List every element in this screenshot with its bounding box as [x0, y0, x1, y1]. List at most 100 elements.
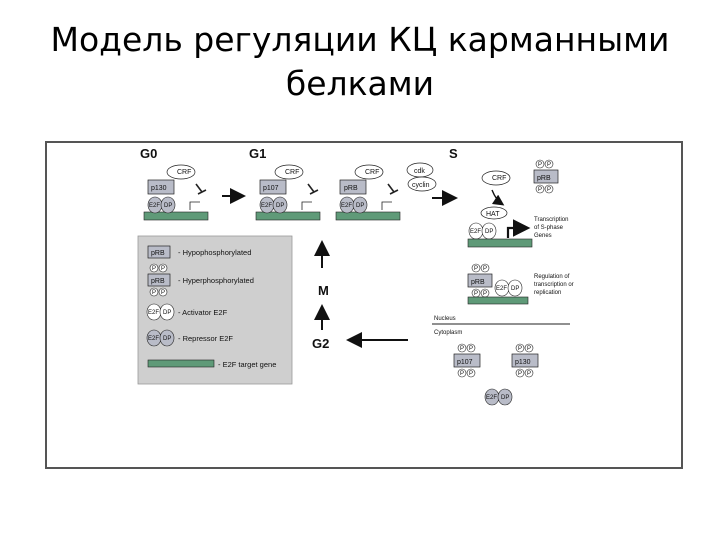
- cyto-p130-box: [511, 353, 539, 368]
- g1a-e2f-label: E2F: [261, 203, 272, 209]
- cyto-p107-phospho-3: [457, 368, 467, 378]
- cyto-e2f-label: E2F: [486, 395, 497, 401]
- g0-complex: CRF p130 E2F DP: [143, 164, 209, 221]
- g1b-dp-oval: [352, 196, 368, 214]
- legend-repressor-dp-label: DP: [163, 336, 171, 342]
- regulation-note-2: transcription or: [534, 282, 574, 288]
- g1-prb-complex: CRF pRB E2F DP: [335, 164, 401, 221]
- g1a-p107-box: [259, 179, 287, 195]
- legend-gene-bar: [147, 359, 215, 368]
- g0-promoter-arrow: [189, 201, 200, 210]
- hat-oval: [480, 206, 508, 220]
- s-dp-label: DP: [485, 229, 493, 235]
- cyto-p107-p-4: P: [469, 371, 473, 377]
- phase-label-m: M: [318, 283, 329, 298]
- g1a-repression-mark: [307, 183, 319, 195]
- cyto-p107-phospho-1: [457, 343, 467, 353]
- transcription-note-2: of S-phase: [534, 225, 564, 231]
- transcription-note-1: Transcription: [534, 217, 568, 223]
- reg-e2f-label: E2F: [496, 286, 507, 292]
- cyto-p107-box: [453, 353, 481, 368]
- reg-phospho-1: [471, 263, 481, 273]
- cyto-dp-label: DP: [501, 395, 509, 401]
- cyto-p130-p-3: P: [518, 371, 522, 377]
- g1b-promoter-arrow: [381, 201, 392, 210]
- g1-p107-complex: CRF p107 E2F DP: [255, 164, 321, 221]
- legend-target: - E2F target gene: [218, 360, 276, 369]
- cytoplasm-p107: P P p107 P P: [453, 343, 481, 378]
- phase-label-s: S: [449, 146, 458, 161]
- legend: pRB - Hypophosphorylated P P pRB P P - H…: [137, 235, 293, 385]
- g0-dp-label: DP: [164, 203, 172, 209]
- cdk-cyclin-complex: cdk cyclin: [406, 162, 437, 192]
- s-prb-p-2: P: [547, 162, 551, 168]
- legend-phospho-3: [149, 287, 159, 297]
- cyto-p130-p-4: P: [527, 371, 531, 377]
- legend-phospho-4: [158, 287, 168, 297]
- nucleus-label: Nucleus: [434, 316, 456, 322]
- legend-p-1: P: [152, 266, 156, 272]
- reg-gene-bar: [467, 296, 529, 305]
- s-gene-bar: [467, 238, 533, 248]
- slide-title-line1: Модель регуляции КЦ карманными: [50, 20, 670, 59]
- cell-cycle-diagram: G0 G1 S M G2 CRF p130 E2F DP CRF p107 E2…: [44, 140, 684, 470]
- g0-p130-label: p130: [151, 185, 167, 192]
- g1b-crf-oval: [354, 164, 384, 180]
- s-prb-box: [533, 169, 559, 184]
- reg-p-2: P: [483, 266, 487, 272]
- g1a-p107-label: p107: [263, 185, 279, 192]
- hat-label: HAT: [486, 211, 500, 218]
- g1b-gene-bar: [335, 211, 401, 221]
- g1b-dp-label: DP: [356, 203, 364, 209]
- g1b-e2f-label: E2F: [341, 203, 352, 209]
- reg-prb-label: pRB: [471, 279, 485, 286]
- cytoplasm-p130: P P p130 P P: [511, 343, 539, 378]
- cdk-label: cdk: [414, 168, 425, 175]
- s-prb-phospho-1: [535, 159, 545, 169]
- cyto-p130-p-1: P: [518, 346, 522, 352]
- cyto-p130-phospho-1: [515, 343, 525, 353]
- figure-frame: [45, 141, 683, 469]
- g0-gene-bar: [143, 211, 209, 221]
- cyto-p107-phospho-4: [466, 368, 476, 378]
- s-transcription-complex: HAT E2F DP Transcription of S-phase Gene…: [467, 206, 568, 248]
- cyto-p107-p-3: P: [460, 371, 464, 377]
- g1a-dp-oval: [272, 196, 288, 214]
- legend-phospho-1: [149, 263, 159, 273]
- cyto-dp-oval: [497, 388, 513, 406]
- legend-activator-dp: [159, 303, 175, 321]
- reg-dp-label: DP: [511, 286, 519, 292]
- g1b-crf-label: CRF: [365, 169, 379, 176]
- s-active-promoter-arrow: [506, 219, 531, 238]
- reg-p-1: P: [474, 266, 478, 272]
- regulation-note-1: Regulation of: [534, 274, 570, 280]
- s-prb-label: pRB: [537, 175, 551, 182]
- cyto-p130-phospho-2: [524, 343, 534, 353]
- legend-activator-dp-label: DP: [163, 310, 171, 316]
- s-prb-phospho-4: [544, 184, 554, 194]
- g0-e2f-label: E2F: [149, 203, 160, 209]
- legend-hyper-prb-label: pRB: [151, 278, 165, 285]
- legend-repressor-e2f-label: E2F: [148, 336, 159, 342]
- cyto-p107-label: p107: [457, 359, 473, 366]
- g1a-promoter-arrow: [301, 201, 312, 210]
- g1a-gene-bar: [255, 211, 321, 221]
- legend-activator-e2f-label: E2F: [148, 310, 159, 316]
- g0-crf-oval: [166, 164, 196, 180]
- legend-hyper-prb-box: [147, 273, 171, 287]
- reg-dp-oval: [507, 279, 523, 297]
- s-crf-oval: [481, 170, 511, 186]
- s-prb-p-1: P: [538, 162, 542, 168]
- legend-hypo: - Hypophosphorylated: [178, 248, 251, 257]
- legend-p-2: P: [161, 266, 165, 272]
- reg-p-3: P: [474, 291, 478, 297]
- cyto-p130-phospho-4: [524, 368, 534, 378]
- cyto-p130-label: p130: [515, 359, 531, 366]
- transcription-note-3: Genes: [534, 233, 552, 239]
- g1b-prb-box: [339, 179, 367, 195]
- g0-repression-mark: [195, 183, 207, 195]
- phase-label-g2: G2: [312, 336, 329, 351]
- reg-prb-box: [467, 273, 493, 288]
- cyclin-label: cyclin: [412, 182, 430, 189]
- g1b-prb-label: pRB: [344, 185, 358, 192]
